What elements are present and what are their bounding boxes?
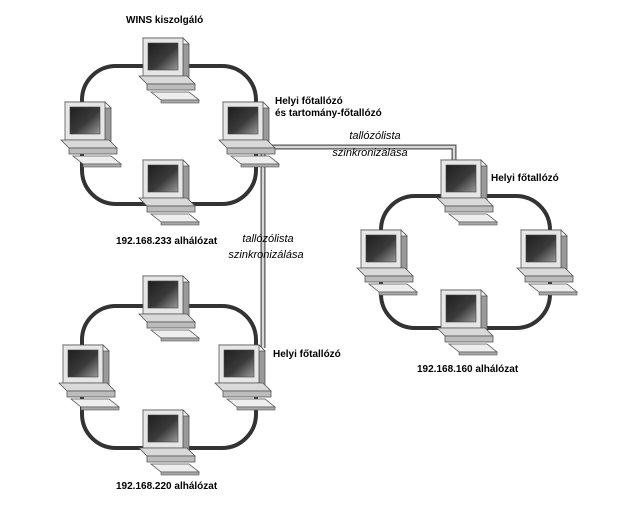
- label-sync-top-line1: tallózólista: [349, 130, 401, 142]
- computer-subnet-160-bottom: [436, 289, 498, 356]
- computer-subnet-233-bottom: [138, 159, 200, 226]
- label-sync-mid-line2: szinkronizálása: [228, 249, 304, 261]
- computer-subnet-233-left: [60, 101, 122, 168]
- computer-subnet-160-left: [356, 229, 418, 296]
- label-sync-mid-line1: tallózólista: [242, 233, 294, 245]
- label-local-master-right: Helyi főtallózó: [491, 173, 559, 184]
- computer-local-master-160: [436, 159, 498, 226]
- label-subnet-220: 192.168.220 alhálózat: [116, 481, 218, 492]
- label-subnet-233: 192.168.233 alhálózat: [116, 236, 218, 247]
- computer-wins-server: [138, 37, 200, 104]
- label-local-domain-master-line1: Helyi főtallózó: [275, 96, 343, 107]
- computer-subnet-160-right: [516, 229, 578, 296]
- label-sync-top-line2: szinkronizálása: [332, 147, 408, 159]
- label-local-domain-master-line2: és tartomány-főtallózó: [275, 108, 382, 119]
- label-local-master-bottom: Helyi főtallózó: [273, 349, 341, 360]
- label-wins-server: WINS kiszolgáló: [126, 15, 204, 26]
- computer-subnet-220-left: [58, 344, 120, 411]
- computer-domain-master-browser: [218, 101, 280, 168]
- computer-subnet-220-top: [138, 275, 200, 342]
- label-subnet-160: 192.168.160 alhálózat: [417, 364, 519, 375]
- computer-local-master-220: [214, 344, 276, 411]
- computer-subnet-220-bottom: [138, 409, 200, 476]
